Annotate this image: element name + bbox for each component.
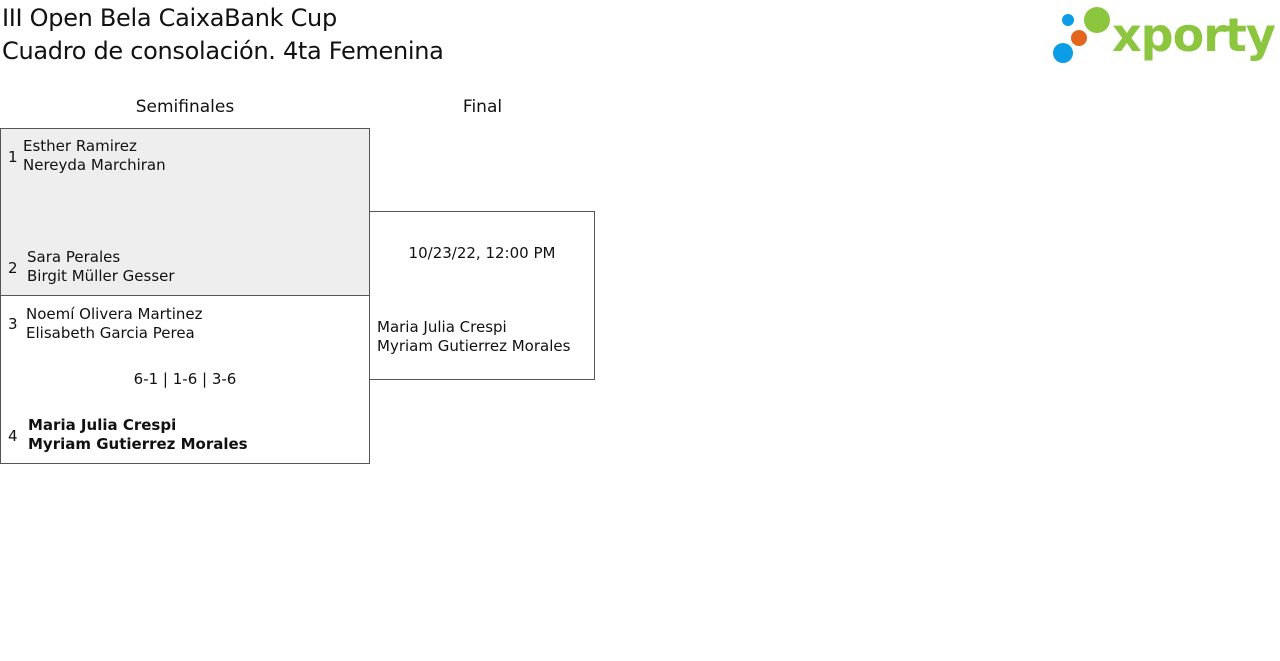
round-header-semifinals: Semifinales	[135, 97, 235, 117]
semifinal-match-1: 1 Esther Ramirez Nereyda Marchiran 2 Sar…	[0, 128, 370, 296]
winner-player-name: Maria Julia Crespi	[28, 416, 177, 434]
xporty-dots-icon	[1053, 7, 1110, 63]
player-name: Sara Perales	[27, 248, 121, 266]
logo-dot-blue-small	[1062, 14, 1074, 26]
seed-number: 2	[8, 259, 18, 277]
semifinal-match-2: 3 Noemí Olivera Martinez Elisabeth Garci…	[0, 295, 370, 464]
seed-number: 3	[8, 315, 18, 333]
player-name: Esther Ramirez	[23, 137, 137, 155]
page-title: III Open Bela CaixaBank Cup Cuadro de co…	[2, 2, 444, 68]
player-name: Elisabeth Garcia Perea	[26, 324, 195, 342]
player-name: Maria Julia Crespi	[377, 318, 507, 336]
match-score: 6-1 | 1-6 | 3-6	[133, 370, 237, 388]
match-datetime: 10/23/22, 12:00 PM	[408, 244, 556, 262]
final-match: 10/23/22, 12:00 PM Maria Julia Crespi My…	[369, 211, 595, 380]
logo-wordmark: xporty	[1112, 8, 1276, 62]
seed-number: 4	[8, 427, 18, 445]
round-header-final: Final	[462, 97, 503, 117]
xporty-logo: xporty	[1050, 4, 1276, 66]
player-name: Nereyda Marchiran	[23, 156, 166, 174]
player-name: Birgit Müller Gesser	[27, 267, 175, 285]
logo-dot-green	[1084, 7, 1110, 33]
draw-subtitle: Cuadro de consolación. 4ta Femenina	[2, 37, 444, 65]
player-name: Myriam Gutierrez Morales	[377, 337, 571, 355]
logo-dot-orange	[1071, 30, 1087, 46]
player-name: Noemí Olivera Martinez	[26, 305, 203, 323]
winner-player-name: Myriam Gutierrez Morales	[28, 435, 248, 453]
seed-number: 1	[8, 148, 18, 166]
logo-dot-blue-large	[1053, 43, 1073, 63]
tournament-title: III Open Bela CaixaBank Cup	[2, 4, 337, 32]
